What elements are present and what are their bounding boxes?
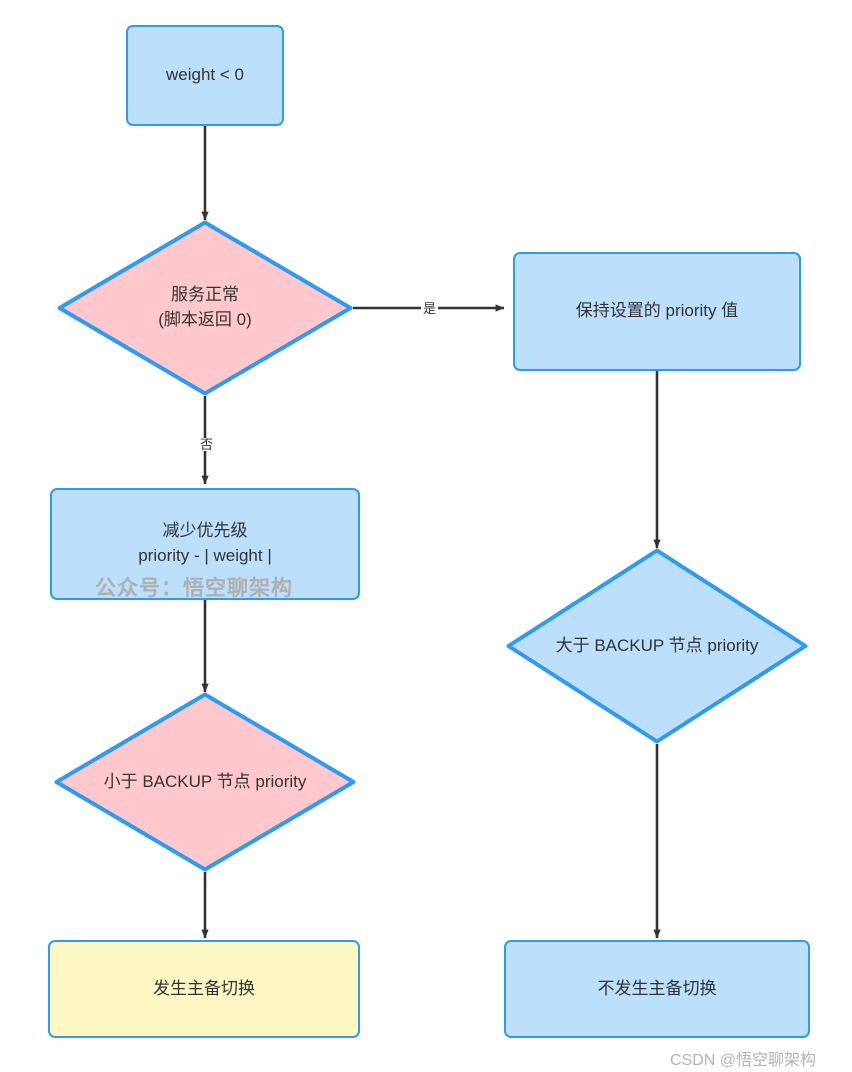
node-start-weight-lt-zero[interactable]: weight < 0 xyxy=(126,25,284,126)
node-label: 发生主备切换 xyxy=(153,978,255,998)
watermark-csdn: CSDN @悟空聊架构 xyxy=(670,1052,817,1069)
node-reduce-priority[interactable]: 减少优先级 priority - | weight | xyxy=(50,488,360,600)
node-no-failover[interactable]: 不发生主备切换 xyxy=(504,940,810,1038)
node-decision-lt-backup-priority[interactable]: 小于 BACKUP 节点 priority xyxy=(54,692,356,872)
node-decision-gt-backup-priority[interactable]: 大于 BACKUP 节点 priority xyxy=(506,548,808,744)
diamond-shape xyxy=(54,692,356,872)
node-label: 大于 BACKUP 节点 priority xyxy=(555,635,759,655)
node-label: 小于 BACKUP 节点 priority xyxy=(103,771,307,791)
node-label: 服务正常 (脚本返回 0) xyxy=(158,285,252,329)
node-keep-priority-value[interactable]: 保持设置的 priority 值 xyxy=(513,252,801,371)
watermark-wechat-account: 公众号：悟空聊架构 xyxy=(95,577,293,600)
node-label: 不发生主备切换 xyxy=(597,978,717,998)
diamond-shape xyxy=(506,548,808,744)
edge-label-no: 否 xyxy=(198,437,216,452)
node-decision-service-ok[interactable]: 服务正常 (脚本返回 0) xyxy=(57,220,353,396)
edge-label-yes: 是 xyxy=(421,301,439,316)
node-label: 减少优先级 priority - | weight | xyxy=(138,521,272,565)
node-label: 保持设置的 priority 值 xyxy=(575,301,739,321)
node-label: weight < 0 xyxy=(166,65,244,85)
diamond-shape xyxy=(57,220,353,396)
node-failover-happens[interactable]: 发生主备切换 xyxy=(48,940,360,1038)
